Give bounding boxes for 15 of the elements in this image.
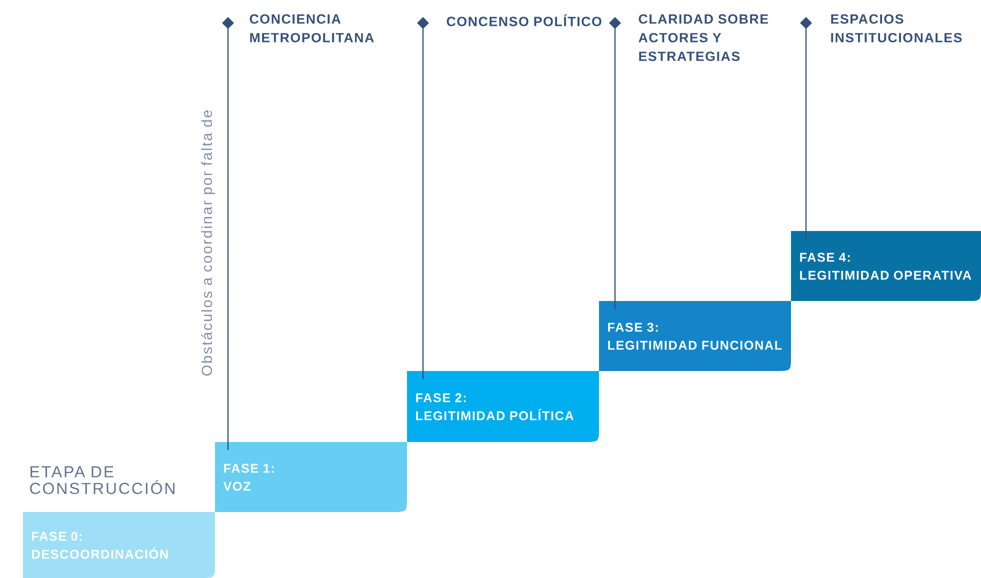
leader-line — [417, 17, 429, 379]
leader-line — [609, 17, 621, 309]
phase-box: FASE 1: VOZ — [215, 442, 407, 512]
milestone-label: CONCIENCIA METROPOLITANA — [250, 14, 374, 42]
milestone-label: CLARIDAD SOBRE ACTORES Y ESTRATEGIAS — [638, 14, 768, 62]
stage-label: ETAPA DE CONSTRUCCIÓN — [30, 466, 174, 494]
phase-box: FASE 4: LEGITIMIDAD OPERATIVA — [791, 231, 981, 301]
leader-line — [800, 17, 812, 239]
phase-box: FASE 3: LEGITIMIDAD FUNCIONAL — [599, 301, 792, 371]
phase-box: FASE 2: LEGITIMIDAD POLÍTICA — [407, 371, 599, 442]
milestone-label: CONCENSO POLÍTICO — [446, 14, 602, 26]
leader-line — [222, 17, 234, 450]
milestone-label: ESPACIOS INSTITUCIONALES — [831, 14, 962, 42]
vertical-caption: Obstáculos a coordinar por falta de — [201, 110, 215, 376]
phase-box: FASE 0: DESCOORDINACIÓN — [23, 512, 215, 578]
